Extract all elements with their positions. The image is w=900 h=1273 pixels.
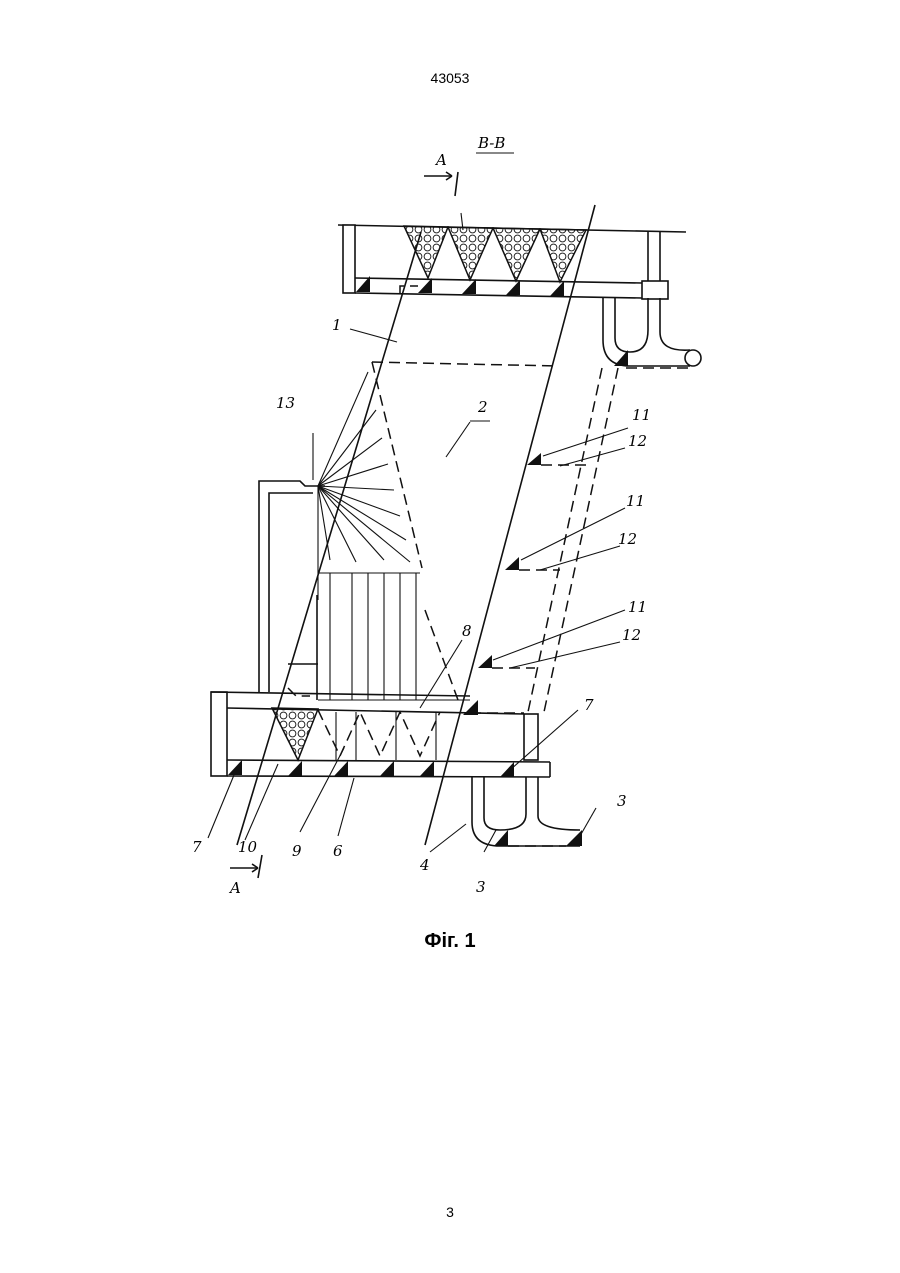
- callout-8: 8: [462, 622, 472, 640]
- callout-9: 9: [292, 842, 302, 860]
- cut-marker-top: A: [424, 151, 458, 196]
- callout-3: 3: [617, 792, 627, 810]
- tube-bundle: [318, 573, 470, 700]
- svg-text:B-B: B-B: [477, 134, 505, 152]
- leader-lines: [208, 428, 628, 852]
- callout-11: 11: [626, 492, 645, 510]
- svg-text:A: A: [434, 151, 447, 169]
- callout-6: 6: [333, 842, 343, 860]
- callout-12: 12: [622, 626, 641, 644]
- callout-4: 4: [419, 856, 430, 874]
- callout-3: 3: [476, 878, 486, 896]
- page-number: 3: [0, 1204, 900, 1220]
- figure-caption: Фіг. 1: [0, 930, 900, 953]
- svg-text:A: A: [228, 879, 241, 897]
- callout-13: 13: [276, 394, 295, 412]
- section-label: B-B: [476, 134, 514, 153]
- callout-10: 10: [238, 838, 258, 856]
- callout-11: 11: [628, 598, 647, 616]
- right-flue: [463, 368, 618, 715]
- callout-7: 7: [584, 696, 594, 714]
- bypass-duct: [259, 481, 325, 700]
- callout-numbers: 1 2 13 11 12 11 12 11 12 8 7 7 10 9 6 4 …: [192, 316, 651, 896]
- cut-marker-bottom: A: [228, 855, 262, 897]
- rod-fan: [318, 372, 410, 600]
- callout-12: 12: [628, 432, 647, 450]
- top-header: [338, 213, 686, 299]
- callout-12: 12: [618, 530, 637, 548]
- top-u-pipe: [603, 298, 701, 368]
- callout-2: 2: [477, 398, 488, 416]
- bottom-u-pipe: [472, 777, 582, 846]
- callout-11: 11: [632, 406, 651, 424]
- callout-1: 1: [332, 316, 342, 334]
- callout-7: 7: [192, 838, 202, 856]
- shaft-body: [237, 205, 595, 845]
